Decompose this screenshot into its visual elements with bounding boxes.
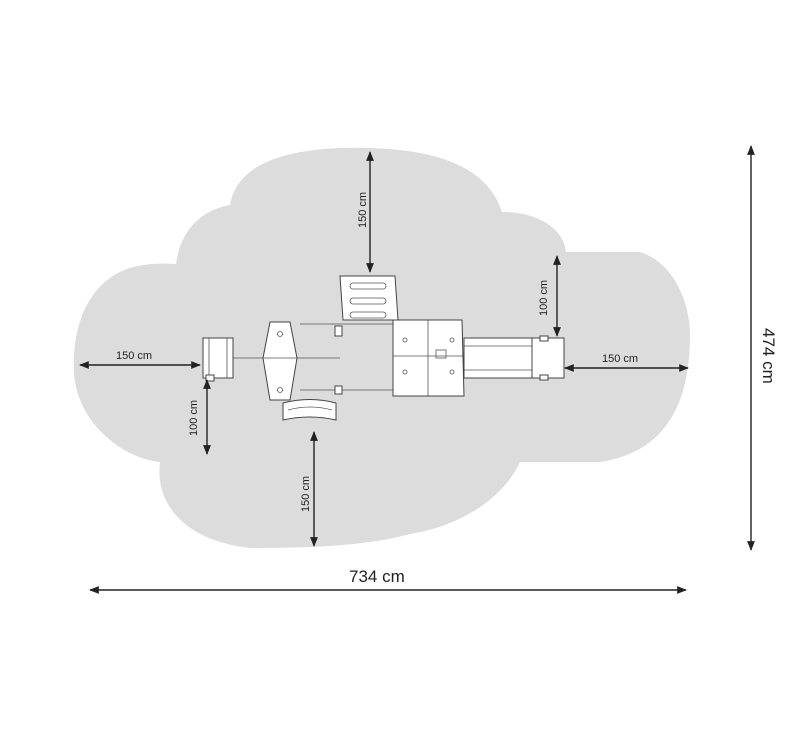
hexagonal-platform [262,321,298,401]
right-horizontal-label: 150 cm [602,353,638,365]
safety-zone-area [73,147,690,548]
curved-bridge [282,385,343,421]
left-slide [202,337,234,382]
dimension-arrows [79,145,755,594]
post [334,325,343,337]
overall-height-label: 474 cm [759,328,778,384]
top-vertical-label: 150 cm [357,192,369,228]
safety-zone-shape [73,147,690,548]
climbing-ladder [339,275,399,321]
bottom-vertical-label: 150 cm [300,476,312,512]
left-horizontal-label: 150 cm [116,350,152,362]
main-platform [392,319,465,397]
dimension-labels: 150 cm 150 cm 150 cm 150 cm 100 cm 100 c… [116,192,778,586]
overall-width-label: 734 cm [349,567,405,586]
right-slide [463,335,565,381]
left-lower-vertical-label: 100 cm [188,400,200,436]
right-upper-vertical-label: 100 cm [538,280,550,316]
play-equipment [202,275,565,421]
